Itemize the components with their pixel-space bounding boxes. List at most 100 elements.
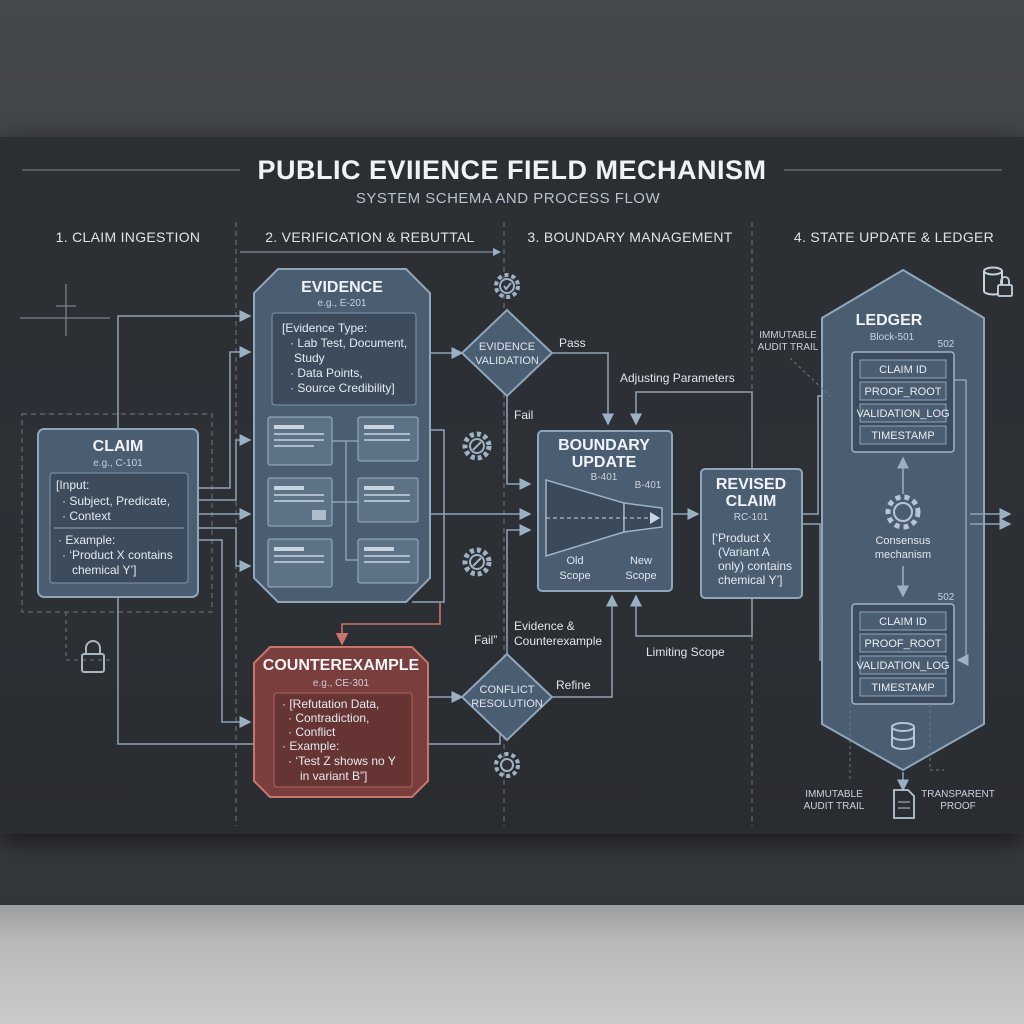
svg-text:· ‘Test Z shows no Y: · ‘Test Z shows no Y <box>288 754 396 768</box>
phase-4-label: 4. STATE UPDATE & LEDGER <box>794 229 994 245</box>
evidence-node[interactable]: EVIDENCE e.g., E-201 [Evidence Type: · L… <box>253 268 431 603</box>
svg-text:· Subject, Predicate,: · Subject, Predicate, <box>62 494 170 508</box>
svg-text:· Conflict: · Conflict <box>288 725 336 739</box>
svg-text:CLAIM ID: CLAIM ID <box>879 616 927 628</box>
svg-text:· ‘Product X contains: · ‘Product X contains <box>62 548 173 562</box>
evidence-id: e.g., E-201 <box>318 298 367 309</box>
document-card <box>267 538 333 588</box>
svg-text:CLAIM ID: CLAIM ID <box>879 364 927 376</box>
svg-text:PROOF_ROOT: PROOF_ROOT <box>864 386 941 398</box>
svg-text:PROOF_ROOT: PROOF_ROOT <box>864 638 941 650</box>
boundary-id-right: B-401 <box>635 480 662 491</box>
svg-text:[‘Product X: [‘Product X <box>712 531 771 545</box>
database-lock-icon <box>983 266 1013 297</box>
ledger-block-top-id: 502 <box>938 339 955 350</box>
svg-text:CLAIM: CLAIM <box>726 493 777 510</box>
pass-label: Pass <box>559 336 586 350</box>
limiting-scope-label: Limiting Scope <box>646 645 725 659</box>
svg-text:· Contradiction,: · Contradiction, <box>288 711 369 725</box>
svg-text:· [Refutation Data,: · [Refutation Data, <box>282 697 379 711</box>
immutable-audit-bottom-1: IMMUTABLE <box>805 789 863 800</box>
gear-wrench-icon <box>462 431 492 461</box>
svg-text:TIMESTAMP: TIMESTAMP <box>871 682 934 694</box>
svg-text:EVIDENCE: EVIDENCE <box>479 341 535 353</box>
svg-text:New: New <box>630 555 652 567</box>
svg-text:RESOLUTION: RESOLUTION <box>471 698 543 710</box>
evidence-counterexample-label-2: Counterexample <box>514 634 602 648</box>
phase-3-label: 3. BOUNDARY MANAGEMENT <box>527 229 732 245</box>
svg-text:[Evidence Type:: [Evidence Type: <box>282 321 367 335</box>
claim-title: CLAIM <box>93 438 144 455</box>
crosshair-icon <box>20 284 110 336</box>
svg-text:chemical Y’]: chemical Y’] <box>72 563 136 577</box>
phase-2-label: 2. VERIFICATION & REBUTTAL <box>265 229 475 245</box>
document-card <box>267 416 333 466</box>
ledger-block-label: Block-501 <box>870 332 915 343</box>
immutable-audit-top-2: AUDIT TRAIL <box>758 342 819 353</box>
gear-check-icon <box>494 273 520 299</box>
svg-text:Scope: Scope <box>559 570 590 582</box>
svg-text:Old: Old <box>566 555 583 567</box>
document-card <box>357 416 419 462</box>
adjusting-parameters-label: Adjusting Parameters <box>620 371 735 385</box>
consensus-gear-icon <box>885 494 921 530</box>
immutable-audit-bottom-2: AUDIT TRAIL <box>804 801 865 812</box>
revised-claim-node[interactable]: REVISED CLAIM RC-101 [‘Product X (Varian… <box>700 468 803 599</box>
transparent-proof-1: TRANSPARENT <box>921 789 995 800</box>
ledger-block-bottom-id: 502 <box>938 592 955 603</box>
lock-icon <box>81 640 105 673</box>
boundary-id: B-401 <box>591 472 618 483</box>
revised-claim-id: RC-101 <box>734 512 769 523</box>
fail-label: Fail <box>514 408 533 422</box>
document-icon <box>893 789 915 819</box>
gear-wrench-icon <box>462 547 492 577</box>
evidence-validation-decision[interactable]: EVIDENCE VALIDATION <box>460 308 554 398</box>
document-card <box>357 477 419 523</box>
svg-text:REVISED: REVISED <box>716 476 786 493</box>
evidence-counterexample-label-1: Evidence & <box>514 619 575 633</box>
svg-text:TIMESTAMP: TIMESTAMP <box>871 430 934 442</box>
boundary-update-node[interactable]: BOUNDARY UPDATE B-401 B-401 Old Scope Ne… <box>537 430 673 592</box>
svg-text:Study: Study <box>294 351 325 365</box>
counterexample-node[interactable]: COUNTEREXAMPLE e.g., CE-301 · [Refutatio… <box>253 646 429 798</box>
svg-text:CONFLICT: CONFLICT <box>480 684 535 696</box>
counterexample-id: e.g., CE-301 <box>313 678 370 689</box>
svg-text:VALIDATION_LOG: VALIDATION_LOG <box>856 660 949 672</box>
svg-text:chemical Y’]: chemical Y’] <box>718 573 782 587</box>
svg-text:mechanism: mechanism <box>875 549 931 561</box>
svg-text:[Input:: [Input: <box>56 478 89 492</box>
claim-id: e.g., C-101 <box>93 458 143 469</box>
svg-text:UPDATE: UPDATE <box>572 454 637 471</box>
conflict-resolution-decision[interactable]: CONFLICT RESOLUTION <box>460 652 554 742</box>
svg-text:VALIDATION: VALIDATION <box>475 355 539 367</box>
svg-text:Consensus: Consensus <box>875 535 931 547</box>
svg-text:· Data Points,: · Data Points, <box>290 366 363 380</box>
document-card <box>267 477 333 527</box>
ledger-title: LEDGER <box>856 312 923 329</box>
gear-icon <box>494 752 520 778</box>
svg-text:· Example:: · Example: <box>58 533 115 547</box>
svg-text:· Source Credibility]: · Source Credibility] <box>290 381 395 395</box>
svg-text:· Lab Test, Document,: · Lab Test, Document, <box>290 336 407 350</box>
svg-text:(Variant A: (Variant A <box>718 545 770 559</box>
floor <box>0 905 1024 1024</box>
diagram-title: PUBLIC EVIIENCE FIELD MECHANISM <box>257 155 766 185</box>
svg-text:· Context: · Context <box>62 509 111 523</box>
svg-text:· Example:: · Example: <box>282 739 339 753</box>
phase-1-label: 1. CLAIM INGESTION <box>56 229 201 245</box>
document-card <box>357 538 419 584</box>
svg-text:in variant B”]: in variant B”] <box>300 769 367 783</box>
claim-node[interactable]: CLAIM e.g., C-101 [Input: · Subject, Pre… <box>37 428 199 598</box>
svg-text:only) contains: only) contains <box>718 559 792 573</box>
ledger-node[interactable]: LEDGER Block-501 502 CLAIM ID PROOF_ROOT… <box>821 268 985 772</box>
diagram-subtitle: SYSTEM SCHEMA AND PROCESS FLOW <box>356 190 661 207</box>
refine-label: Refine <box>556 678 591 692</box>
svg-text:BOUNDARY: BOUNDARY <box>558 437 650 454</box>
counterexample-title: COUNTEREXAMPLE <box>263 657 420 674</box>
database-icon <box>891 722 915 750</box>
transparent-proof-2: PROOF <box>940 801 976 812</box>
svg-text:VALIDATION_LOG: VALIDATION_LOG <box>856 408 949 420</box>
evidence-title: EVIDENCE <box>301 279 383 296</box>
svg-text:Scope: Scope <box>625 570 656 582</box>
